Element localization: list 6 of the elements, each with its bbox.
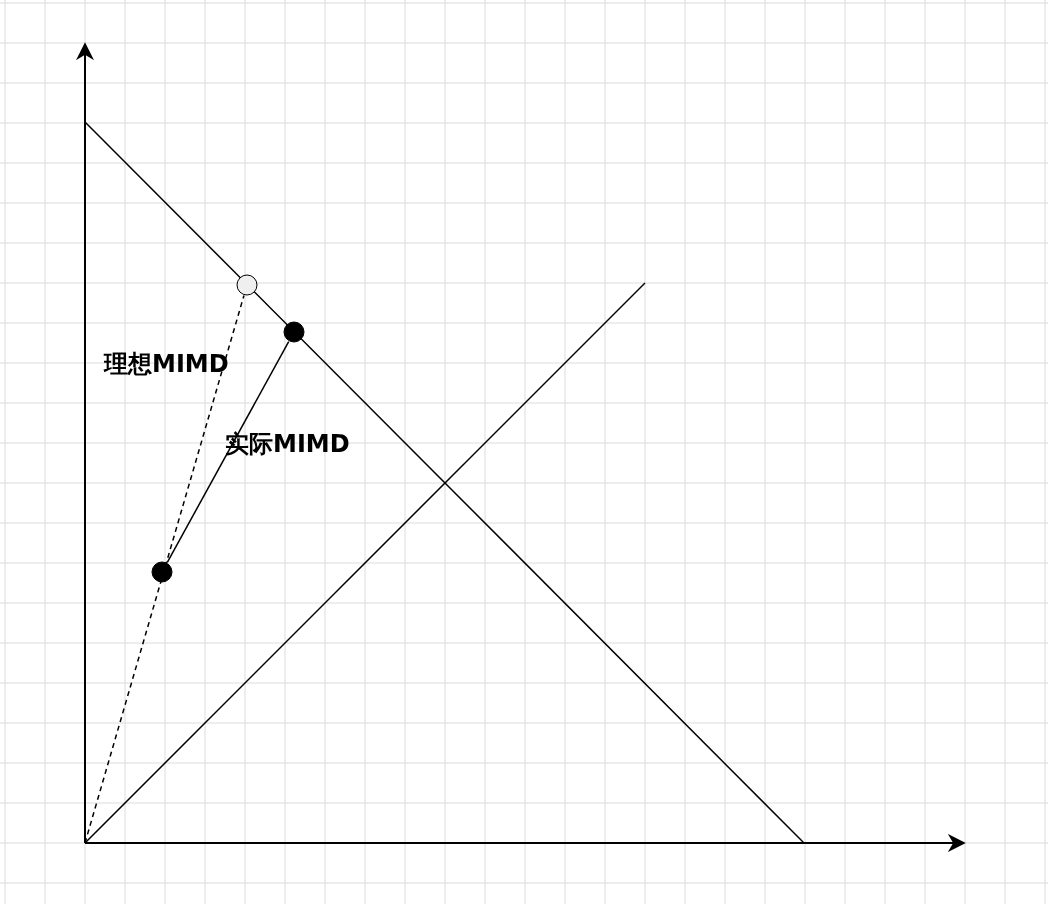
dashed-line [84,294,245,844]
curve-label: 理想MIMD [104,349,229,380]
point-marker [151,561,173,583]
point-marker [283,321,305,343]
point-marker [236,274,258,296]
connector-line [166,340,290,564]
